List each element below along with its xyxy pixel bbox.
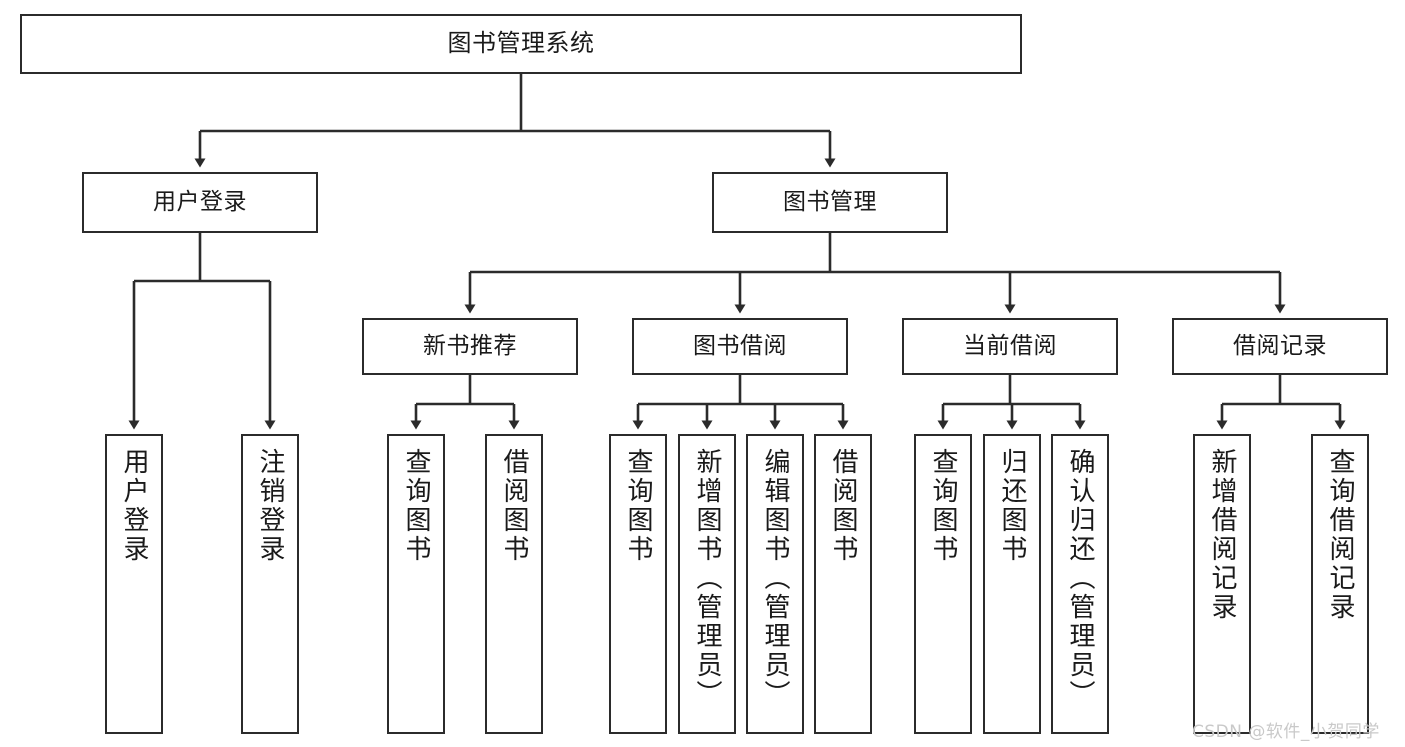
- node-label: 图书管理系统: [447, 29, 595, 58]
- node-label: 新增借阅记录: [1207, 448, 1237, 622]
- node-label: 新增图书（管理员）: [692, 448, 722, 709]
- csdn-watermark: CSDN @软件_小贺同学: [1192, 722, 1380, 742]
- leaf-edit-book-admin[interactable]: 编辑图书（管理员）: [746, 434, 804, 734]
- node-new-book-recommendation[interactable]: 新书推荐: [362, 318, 578, 375]
- leaf-user-login[interactable]: 用户登录: [105, 434, 163, 734]
- node-label: 归还图书: [997, 448, 1027, 564]
- leaf-query-borrow-record[interactable]: 查询借阅记录: [1311, 434, 1369, 734]
- node-current-borrowing[interactable]: 当前借阅: [902, 318, 1118, 375]
- node-book-management[interactable]: 图书管理: [712, 172, 948, 233]
- leaf-query-books-current[interactable]: 查询图书: [914, 434, 972, 734]
- leaf-logout[interactable]: 注销登录: [241, 434, 299, 734]
- node-label: 借阅记录: [1233, 333, 1327, 360]
- node-label: 查询图书: [623, 448, 653, 564]
- node-label: 图书管理: [783, 189, 877, 216]
- node-label: 借阅图书: [499, 448, 529, 564]
- node-label: 注销登录: [255, 448, 285, 564]
- node-label: 新书推荐: [423, 333, 517, 360]
- node-label: 查询图书: [401, 448, 431, 564]
- node-root-book-management-system[interactable]: 图书管理系统: [20, 14, 1022, 74]
- node-label: 查询借阅记录: [1325, 448, 1355, 622]
- leaf-borrow-books-borrow[interactable]: 借阅图书: [814, 434, 872, 734]
- leaf-add-book-admin[interactable]: 新增图书（管理员）: [678, 434, 736, 734]
- node-user-login[interactable]: 用户登录: [82, 172, 318, 233]
- node-label: 用户登录: [153, 189, 247, 216]
- leaf-add-borrow-record[interactable]: 新增借阅记录: [1193, 434, 1251, 734]
- node-label: 查询图书: [928, 448, 958, 564]
- node-label: 借阅图书: [828, 448, 858, 564]
- node-label: 编辑图书（管理员）: [760, 448, 790, 709]
- leaf-return-books[interactable]: 归还图书: [983, 434, 1041, 734]
- node-label: 图书借阅: [693, 333, 787, 360]
- leaf-borrow-books-new[interactable]: 借阅图书: [485, 434, 543, 734]
- node-label: 当前借阅: [963, 333, 1057, 360]
- node-label: 用户登录: [119, 448, 149, 564]
- node-label: 确认归还（管理员）: [1065, 448, 1095, 709]
- node-book-borrowing[interactable]: 图书借阅: [632, 318, 848, 375]
- leaf-query-books-new[interactable]: 查询图书: [387, 434, 445, 734]
- leaf-query-books-borrow[interactable]: 查询图书: [609, 434, 667, 734]
- leaf-confirm-return-admin[interactable]: 确认归还（管理员）: [1051, 434, 1109, 734]
- node-borrowing-records[interactable]: 借阅记录: [1172, 318, 1388, 375]
